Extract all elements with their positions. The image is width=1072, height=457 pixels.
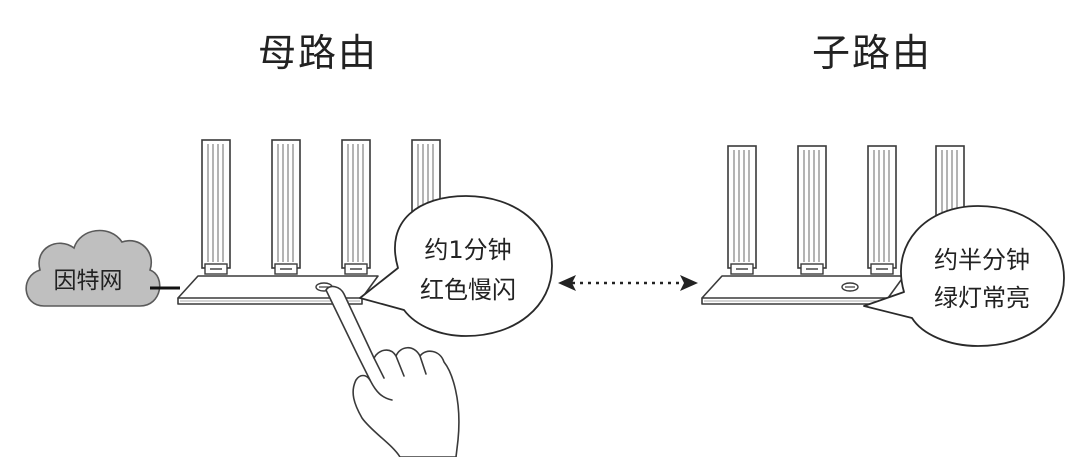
sub-router-body xyxy=(701,275,905,299)
main-router-body xyxy=(177,275,379,299)
sub-router-bubble-line2: 绿灯常亮 xyxy=(934,284,1030,312)
sub-router-bubble-line1: 约半分钟 xyxy=(934,246,1030,274)
sub-router xyxy=(701,145,965,305)
internet-label: 因特网 xyxy=(54,268,123,294)
sub-router-antenna xyxy=(935,145,965,217)
main-router-bubble-line1: 约1分钟 xyxy=(424,236,511,264)
sub-router-indicator-light xyxy=(841,282,859,292)
main-router-status-bubble: 约1分钟 红色慢闪 xyxy=(359,195,553,337)
main-router xyxy=(177,139,441,305)
main-router-bubble-line2: 红色慢闪 xyxy=(420,276,516,304)
main-router-antenna xyxy=(341,139,371,275)
main-router-antenna xyxy=(271,139,301,275)
sub-router-antenna xyxy=(727,145,757,275)
sub-router-status-bubble: 约半分钟 绿灯常亮 xyxy=(863,205,1065,347)
sub-router-title: 子路由 xyxy=(812,31,932,75)
bidirectional-arrow-icon xyxy=(558,275,698,291)
internet-cloud-icon: 因特网 xyxy=(25,229,161,307)
sub-router-antenna xyxy=(797,145,827,275)
main-router-antenna xyxy=(201,139,231,275)
pointing-hand-icon xyxy=(325,285,460,457)
sub-router-antenna xyxy=(867,145,897,275)
main-router-title: 母路由 xyxy=(258,31,378,75)
